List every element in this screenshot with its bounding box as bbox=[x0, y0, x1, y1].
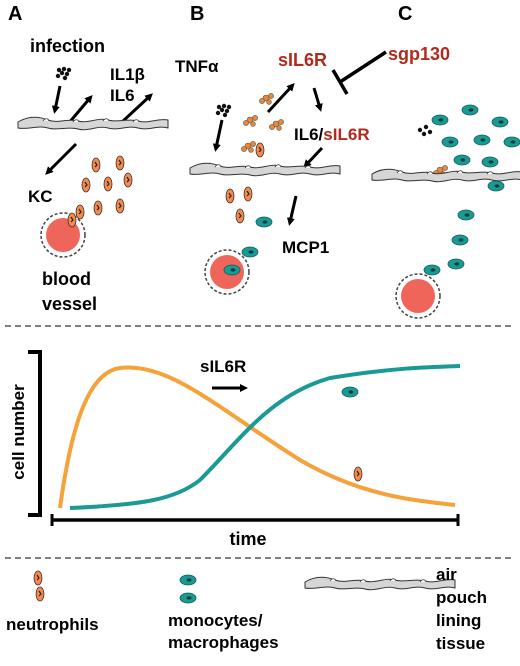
il1-label: IL1β bbox=[110, 65, 145, 84]
infection-label: infection bbox=[30, 36, 105, 56]
blood-vessel-b bbox=[204, 249, 250, 295]
neutrophil-group-a bbox=[75, 155, 133, 220]
panel-c-letter: C bbox=[398, 3, 412, 25]
monocyte-b-2 bbox=[241, 246, 259, 258]
legend-monocytes-2: macrophages bbox=[168, 633, 279, 652]
lining-tissue-b bbox=[189, 162, 341, 177]
legend-neutrophil-icon bbox=[33, 570, 43, 586]
il6-sil6r-il6: IL6/sIL6R bbox=[294, 125, 370, 144]
tnf-label: TNFα bbox=[175, 57, 219, 76]
inhibition-bar bbox=[331, 69, 349, 95]
sil6r-release-arrow bbox=[266, 83, 295, 114]
vessel-label: vessel bbox=[42, 294, 97, 314]
neutrophil-curve bbox=[58, 365, 456, 509]
legend-lining-icon bbox=[304, 576, 456, 591]
y-axis-label: cell number bbox=[9, 384, 28, 480]
infection-arrow bbox=[51, 85, 62, 114]
blood-vessel-c bbox=[395, 273, 441, 319]
panel-a-letter: A bbox=[8, 3, 22, 25]
cytokine-arrow-1 bbox=[66, 94, 93, 125]
legend-neutrophils: neutrophils bbox=[6, 615, 99, 634]
legend-tissue-4: tissue bbox=[436, 634, 485, 653]
legend-monocyte-icon bbox=[179, 574, 197, 586]
panel-b-letter: B bbox=[190, 3, 204, 25]
y-bracket bbox=[28, 350, 42, 517]
dots-c bbox=[417, 124, 433, 137]
inhibition-line bbox=[339, 50, 387, 84]
legend-tissue-1: air bbox=[436, 565, 457, 584]
sil6r-label: sIL6R bbox=[278, 50, 327, 70]
il6-label-a: IL6 bbox=[110, 86, 135, 105]
kc-arrow bbox=[45, 142, 78, 175]
legend-monocyte-icon-2 bbox=[179, 592, 197, 604]
curve-neutrophil-marker bbox=[353, 466, 363, 482]
timecourse: cell number time sIL6R bbox=[9, 350, 461, 549]
kc-label: KC bbox=[28, 187, 53, 206]
sil6r-binding-arrow bbox=[312, 87, 323, 112]
complex-arrow bbox=[303, 146, 324, 168]
mcp1-label: MCP1 bbox=[282, 238, 329, 257]
tnf-arrow bbox=[212, 119, 224, 152]
legend-tissue-2: pouch bbox=[436, 588, 487, 607]
lining-tissue-c bbox=[371, 168, 520, 183]
curve-monocyte-marker bbox=[341, 386, 359, 398]
blood-label: blood bbox=[42, 269, 91, 289]
tnf-dots bbox=[215, 103, 232, 118]
cytokine-arrow-2 bbox=[120, 93, 153, 124]
panel-c: C sgp130 bbox=[331, 3, 520, 319]
sil6r-annotation: sIL6R bbox=[200, 357, 246, 376]
panel-a: A infection IL1β IL6 KC blood vessel bbox=[8, 3, 169, 314]
monocytes-c-bottom bbox=[423, 209, 475, 276]
x-axis-label: time bbox=[229, 529, 266, 549]
monocyte-curve bbox=[69, 364, 461, 510]
monocyte-b-1 bbox=[255, 216, 273, 228]
sgp130-label: sgp130 bbox=[388, 44, 450, 64]
legend: neutrophils monocytes/ macrophages air p… bbox=[6, 565, 487, 653]
blood-vessel-a bbox=[40, 212, 86, 258]
legend-tissue-3: lining bbox=[436, 611, 481, 630]
lining-tissue-a bbox=[17, 116, 169, 131]
neutrophils-b bbox=[225, 142, 265, 224]
panel-b: B TNFα sIL6R IL6/sIL6R MCP1 bbox=[175, 3, 370, 295]
mcp1-arrow bbox=[287, 195, 298, 226]
pathogen-cluster bbox=[55, 66, 72, 81]
legend-monocytes-1: monocytes/ bbox=[168, 611, 263, 630]
legend-neutrophil-icon-2 bbox=[35, 586, 45, 602]
